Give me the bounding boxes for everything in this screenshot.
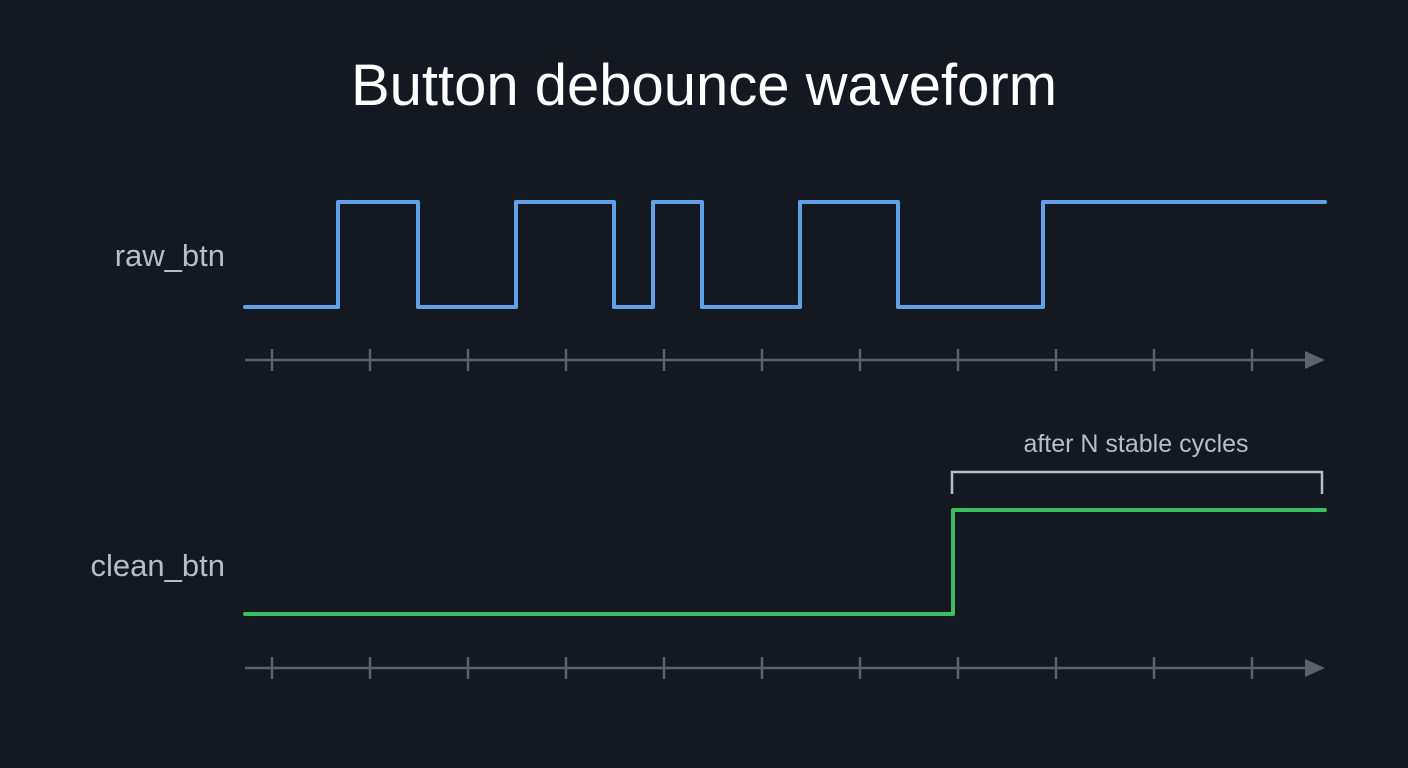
raw-btn-time-axis [245,349,1325,371]
axis-arrowhead-icon [1305,351,1325,369]
annotation-span-bracket [950,470,1324,494]
clean-btn-time-axis [245,657,1325,679]
signal-label-raw-btn: raw_btn [115,238,225,273]
raw-btn-waveform [243,200,1327,309]
clean-btn-waveform [243,508,1327,616]
signal-label-clean-btn: clean_btn [91,548,225,583]
axis-arrowhead-icon [1305,659,1325,677]
annotation-label-after-n-stable-cycles: after N stable cycles [1023,430,1248,458]
page-title: Button debounce waveform [351,53,1057,118]
